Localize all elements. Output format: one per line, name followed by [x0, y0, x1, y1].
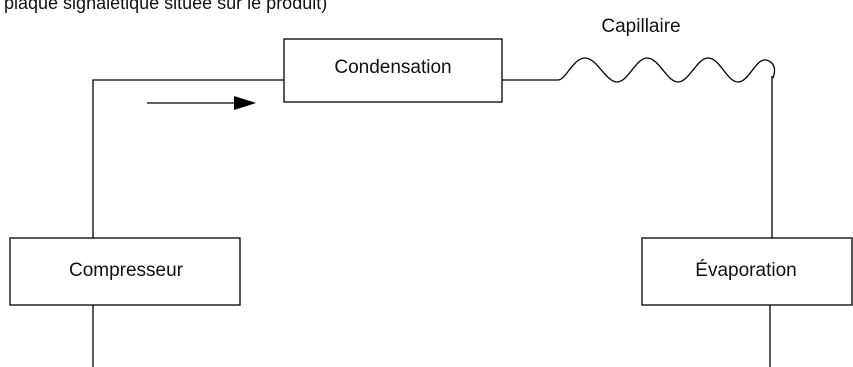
evaporator-box: Évaporation: [641, 237, 853, 306]
evaporator-label: Évaporation: [695, 260, 796, 281]
cut-header-text: plaque signalétique située sur le produi…: [4, 0, 327, 13]
condenser-label: Condensation: [334, 57, 451, 78]
discharge-pipe: [92, 79, 284, 238]
flow-direction-arrow: [147, 96, 256, 110]
condenser-box: Condensation: [283, 38, 503, 103]
compressor-box: Compresseur: [9, 237, 241, 306]
compressor-label: Compresseur: [69, 260, 184, 281]
capillary-label: Capillaire: [601, 16, 680, 37]
capillary-tube: [557, 57, 776, 83]
